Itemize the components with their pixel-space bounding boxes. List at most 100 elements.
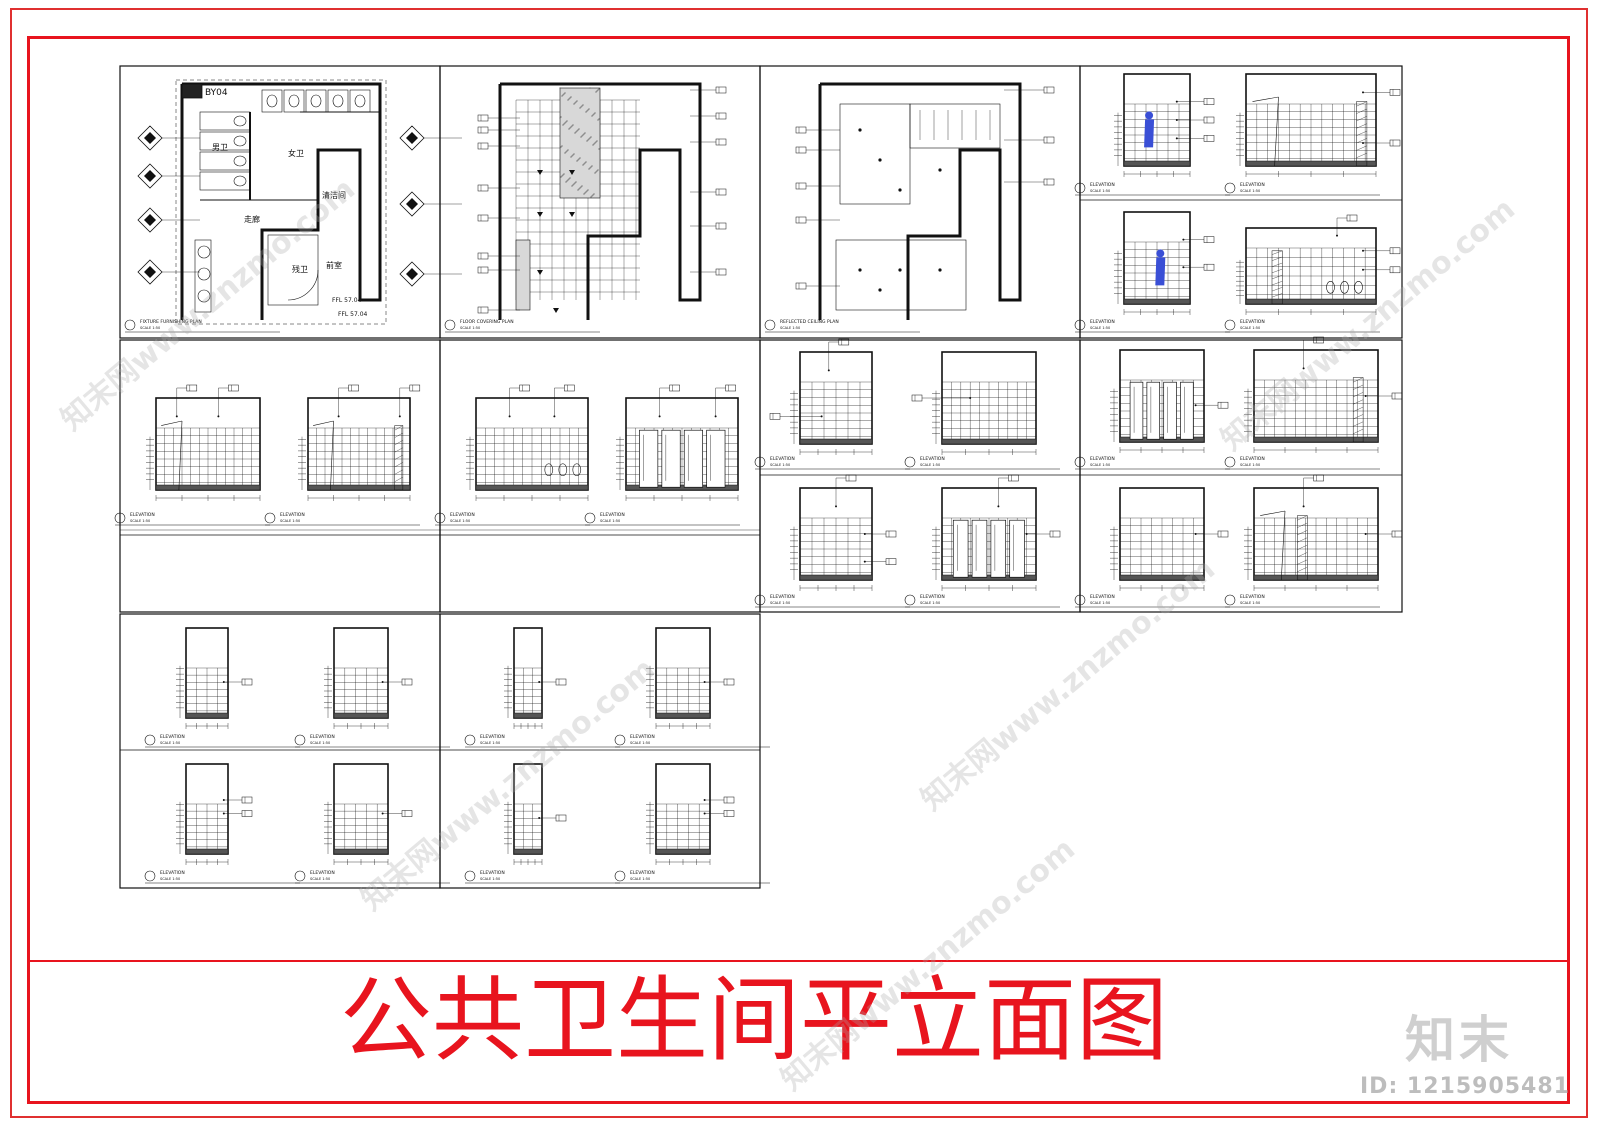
callout-tag (1049, 530, 1061, 538)
person-figure (1155, 257, 1166, 286)
caption-title: ELEVATION (280, 512, 305, 518)
elevation-marker (144, 132, 156, 144)
callout-tag (1346, 214, 1358, 222)
elevation-drawing (790, 474, 897, 591)
door-swing (287, 269, 319, 301)
callout-tag (555, 814, 567, 822)
callout-tag (715, 268, 727, 276)
toilet-fixture (233, 115, 247, 127)
callout-tag (241, 678, 253, 686)
callout-tag (885, 558, 897, 565)
elevation-drawing (646, 627, 735, 729)
callout-tag (1217, 401, 1229, 409)
plan-column (181, 83, 203, 99)
caption-scale: SCALE 1:50 (480, 741, 500, 745)
toilet-stall (283, 89, 305, 113)
caption-title: ELEVATION (630, 734, 655, 740)
callout-tag (241, 796, 253, 804)
elevation-marker (406, 268, 418, 280)
callout-tag (795, 182, 807, 190)
drawing-panel (1079, 65, 1403, 339)
sheet-title: 公共卫生间平立面图 (340, 967, 1169, 1074)
caption-scale: SCALE 1:50 (140, 326, 160, 330)
elevation-drawing (466, 384, 589, 501)
ceiling-light (898, 268, 902, 272)
callout-tag (715, 112, 727, 120)
callout-tag (409, 384, 421, 392)
callout-tag (1313, 474, 1324, 482)
room-label: 清洁间 (322, 190, 346, 200)
ceiling-light (938, 168, 942, 172)
toilet-stall (199, 111, 251, 131)
person-figure (1144, 119, 1155, 148)
plan-walls (182, 82, 382, 320)
toilet-stall (261, 89, 283, 113)
elevation-drawing (1114, 211, 1215, 315)
callout-tag (477, 252, 489, 260)
sink-fixture (197, 289, 211, 303)
callout-tag (555, 678, 567, 686)
elevation-marker (399, 125, 425, 151)
drawing-panel (1079, 339, 1403, 613)
caption-title: ELEVATION (310, 734, 335, 740)
caption-scale: SCALE 1:50 (600, 519, 620, 523)
room-label: 前室 (326, 260, 342, 270)
drain-marker (537, 170, 543, 175)
callout-tag (715, 222, 727, 230)
callout-tag (715, 188, 727, 196)
callout-tag (477, 214, 489, 222)
callout-tag (1203, 135, 1215, 142)
callout-tag (1217, 530, 1229, 538)
elevation-drawing (1110, 349, 1229, 453)
caption-title: ELEVATION (1090, 594, 1115, 600)
person-figure (1145, 111, 1154, 120)
toilet-fixture (233, 155, 247, 167)
caption-scale: SCALE 1:50 (1240, 326, 1260, 330)
ceiling-light (898, 188, 902, 192)
caption-scale: SCALE 1:50 (630, 741, 650, 745)
caption-title: ELEVATION (480, 734, 505, 740)
elevation-drawing (1114, 73, 1215, 177)
callout-tag (1203, 263, 1215, 271)
panel-grid (119, 65, 1403, 889)
caption-title: ELEVATION (1240, 182, 1265, 188)
elevation-drawing (176, 627, 253, 729)
elevation-drawing (1236, 73, 1401, 177)
drain-marker (553, 308, 559, 313)
ceiling-light (878, 288, 882, 292)
room-label: 走廊 (244, 214, 260, 224)
toilet-fixture (233, 135, 247, 147)
elevation-drawing (616, 384, 739, 501)
elevation-marker (137, 207, 163, 233)
elevation-marker (406, 132, 418, 144)
callout-tag (715, 138, 727, 146)
caption-scale: SCALE 1:50 (920, 463, 940, 467)
caption-title: ELEVATION (1240, 456, 1265, 462)
toilet-fixture (233, 175, 247, 187)
caption-title: ELEVATION (480, 870, 505, 876)
elevation-drawing (324, 627, 413, 729)
toilet-fixture (288, 94, 300, 108)
caption-scale: SCALE 1:50 (1090, 601, 1110, 605)
id-label: ID: 1215905481 (1360, 1074, 1570, 1099)
person-figure (1156, 249, 1165, 258)
elevation-drawing (298, 384, 421, 501)
callout-tag (885, 530, 897, 538)
toilet-stall (199, 151, 251, 171)
callout-tag (795, 126, 807, 134)
callout-tag (241, 810, 253, 817)
room-label: 女卫 (288, 148, 304, 158)
toilet-fixture (310, 94, 322, 108)
callout-tag (1203, 116, 1215, 124)
callout-tag (1389, 266, 1401, 274)
